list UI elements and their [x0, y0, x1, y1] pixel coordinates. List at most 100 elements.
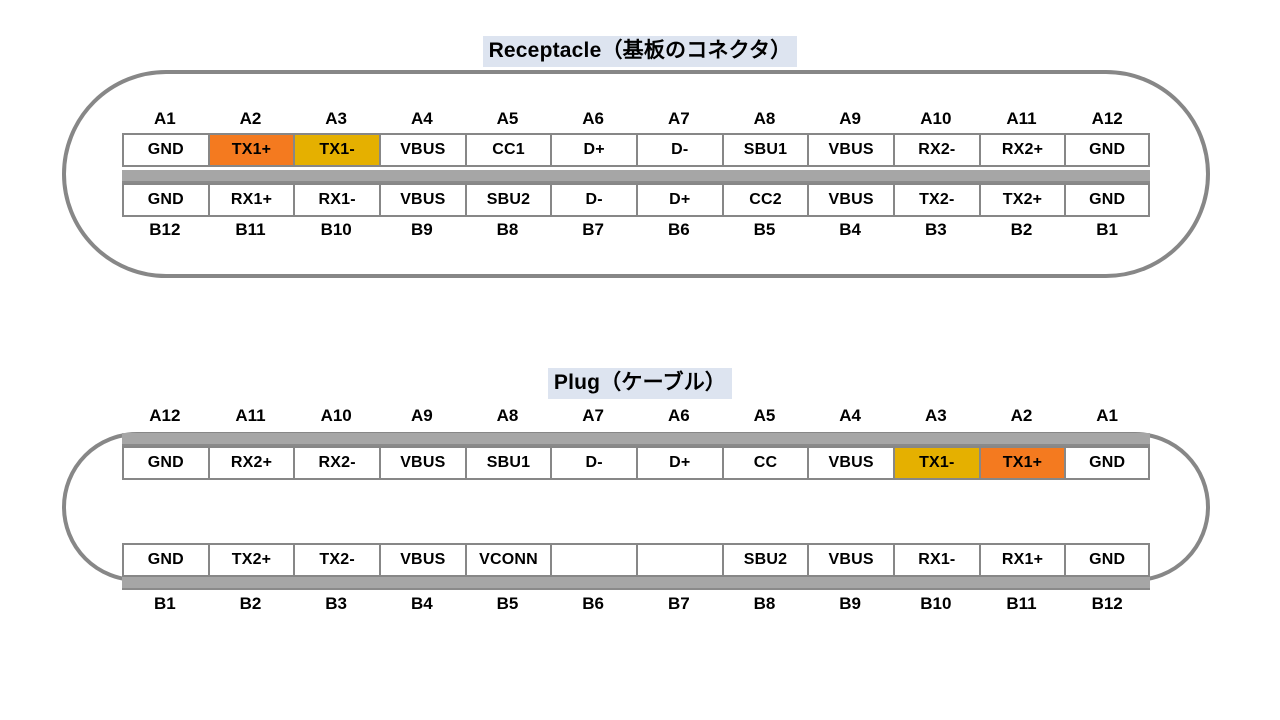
plug-b-pin-cell: RX1-: [892, 543, 981, 577]
receptacle-b-pin-label: B11: [235, 220, 266, 239]
plug-b-pin-label: B5: [496, 594, 519, 613]
plug-a-pin-label: A7: [582, 406, 605, 425]
plug-a-pin-label: A11: [235, 406, 266, 425]
plug-b-pin-cell: VBUS: [807, 543, 895, 577]
receptacle-a-pin-label: A11: [1006, 109, 1037, 128]
receptacle-b-pin-cell: VBUS: [807, 183, 895, 217]
receptacle-a-pin-cell: VBUS: [378, 133, 467, 167]
plug-a-pin-cell: TX1-: [892, 446, 981, 480]
plug-b-pin-label: B4: [410, 594, 433, 613]
plug-a-pin-label: A12: [149, 406, 181, 425]
plug-b-pin-label: B7: [667, 594, 690, 613]
plug-a-pin-cell: GND: [1064, 446, 1150, 480]
plug-a-pin-label: A4: [839, 406, 862, 425]
plug-a-pin-label: A10: [320, 406, 352, 425]
receptacle-a-pin-label: A12: [1091, 109, 1123, 128]
plug-a-pin-cell: VBUS: [378, 446, 467, 480]
receptacle-separator-bar: [122, 170, 1150, 183]
receptacle-a-pin-label: A10: [920, 109, 952, 128]
plug-b-pin-cell: SBU2: [721, 543, 810, 577]
plug-b-pin-label: B3: [325, 594, 348, 613]
receptacle-a-pin-cell: GND: [122, 133, 210, 167]
receptacle-shell-outline: [62, 70, 1210, 278]
receptacle-b-pin-cell: D+: [635, 183, 724, 217]
plug-b-pin-cell: RX1+: [978, 543, 1067, 577]
plug-a-pin-cell: D+: [635, 446, 724, 480]
receptacle-a-pin-cell: VBUS: [807, 133, 895, 167]
plug-b-pin-cell: [635, 543, 724, 577]
receptacle-a-pin-cell: RX2-: [892, 133, 981, 167]
plug-title: Plug（ケーブル）: [547, 368, 733, 400]
plug-b-pin-label: B11: [1006, 594, 1037, 613]
receptacle-a-pin-cell: D-: [635, 133, 724, 167]
plug-b-pin-cell: VBUS: [378, 543, 467, 577]
receptacle-a-pin-cell: CC1: [464, 133, 553, 167]
plug-b-pin-cell: VCONN: [464, 543, 553, 577]
plug-title-row: Plug（ケーブル）: [0, 368, 1280, 400]
receptacle-a-pin-label: A8: [753, 109, 776, 128]
receptacle-b-pin-label: B4: [839, 220, 862, 239]
plug-b-pin-label: B6: [582, 594, 605, 613]
plug-b-pin-label: B1: [153, 594, 176, 613]
plug-b-pin-label: B9: [839, 594, 862, 613]
receptacle-b-pin-cell: TX2+: [978, 183, 1067, 217]
plug-b-pin-label: B8: [753, 594, 776, 613]
receptacle-b-pin-label: B2: [1010, 220, 1033, 239]
plug-a-pin-label: A3: [924, 406, 947, 425]
plug-b-pin-label: B2: [239, 594, 262, 613]
plug-b-pin-cell: GND: [1064, 543, 1150, 577]
receptacle-a-pin-cell: RX2+: [978, 133, 1067, 167]
receptacle-b-pin-label: B7: [582, 220, 605, 239]
receptacle-b-pin-label: B9: [410, 220, 433, 239]
receptacle-b-pin-cell: TX2-: [892, 183, 981, 217]
receptacle-b-pin-cell: GND: [122, 183, 210, 217]
plug-a-pin-cell: VBUS: [807, 446, 895, 480]
plug-a-pin-label: A8: [496, 406, 519, 425]
receptacle-a-pin-label: A1: [153, 109, 176, 128]
receptacle-b-pin-label: B8: [496, 220, 519, 239]
plug-top-bar: [122, 433, 1150, 446]
receptacle-a-pin-label: A4: [410, 109, 433, 128]
receptacle-b-pin-label: B6: [667, 220, 690, 239]
receptacle-a-pin-label: A3: [325, 109, 348, 128]
plug-a-pin-label: A9: [410, 406, 433, 425]
receptacle-b-pin-cell: RX1-: [293, 183, 381, 217]
receptacle-a-pin-cell: TX1+: [207, 133, 296, 167]
plug-a-pin-cell: GND: [122, 446, 210, 480]
receptacle-b-pin-label: B1: [1096, 220, 1119, 239]
plug-b-pin-cell: TX2+: [207, 543, 296, 577]
receptacle-a-pin-label: A5: [496, 109, 519, 128]
receptacle-b-pin-label: B5: [753, 220, 776, 239]
receptacle-a-pin-cell: GND: [1064, 133, 1150, 167]
receptacle-a-pin-label: A2: [239, 109, 262, 128]
receptacle-b-pin-label: B10: [320, 220, 352, 239]
receptacle-title-row: Receptacle（基板のコネクタ）: [0, 36, 1280, 68]
plug-bottom-bar: [122, 577, 1150, 590]
plug-b-pin-cell: TX2-: [293, 543, 381, 577]
receptacle-a-pin-label: A7: [667, 109, 690, 128]
receptacle-b-pin-label: B12: [149, 220, 181, 239]
receptacle-b-pin-cell: CC2: [721, 183, 810, 217]
receptacle-a-pin-cell: TX1-: [293, 133, 381, 167]
receptacle-b-pin-cell: RX1+: [207, 183, 296, 217]
plug-a-pin-cell: RX2-: [293, 446, 381, 480]
plug-b-pin-label: B12: [1091, 594, 1123, 613]
receptacle-a-pin-cell: SBU1: [721, 133, 810, 167]
plug-b-pin-cell: GND: [122, 543, 210, 577]
receptacle-a-pin-cell: D+: [550, 133, 638, 167]
receptacle-b-pin-cell: GND: [1064, 183, 1150, 217]
receptacle-row-a-pin-labels: A1 A2 A3 A4 A5 A6 A7 A8 A9 A10 A11 A12: [122, 108, 1150, 130]
plug-a-pin-label: A1: [1096, 406, 1119, 425]
receptacle-a-pin-label: A6: [582, 109, 605, 128]
receptacle-a-pin-label: A9: [839, 109, 862, 128]
plug-a-pin-label: A2: [1010, 406, 1033, 425]
plug-a-pin-label: A6: [667, 406, 690, 425]
plug-a-pin-cell: SBU1: [464, 446, 553, 480]
receptacle-title: Receptacle（基板のコネクタ）: [482, 36, 798, 68]
